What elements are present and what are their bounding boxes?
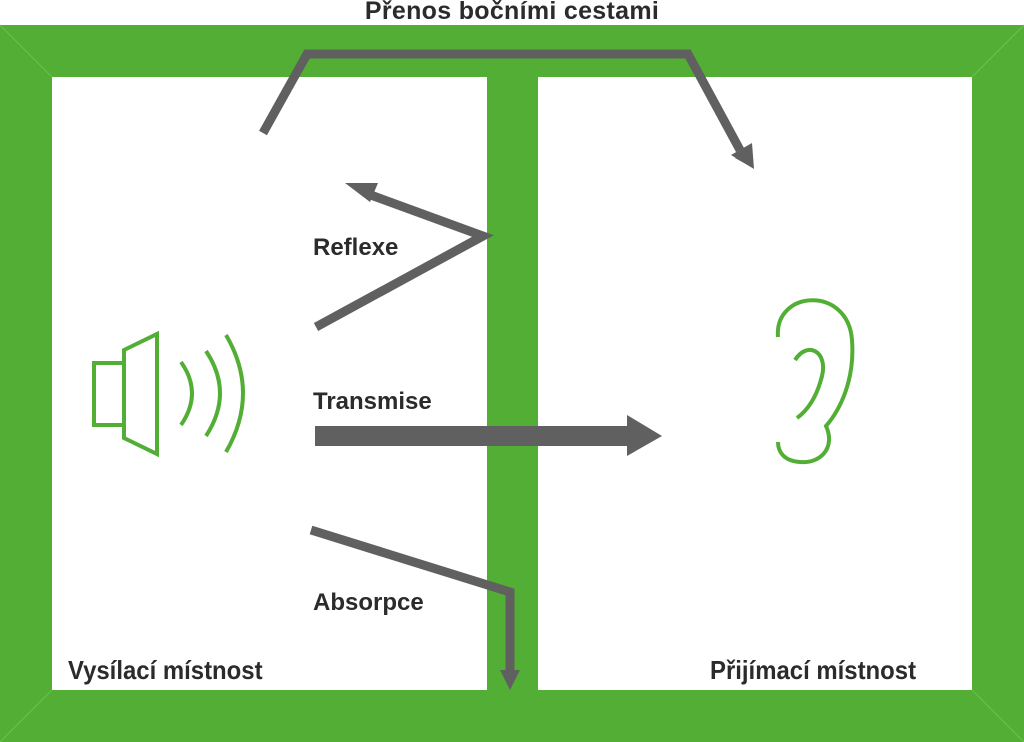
transmission-label: Transmise <box>313 388 432 415</box>
reflection-label: Reflexe <box>313 234 399 261</box>
absorption-label: Absorpce <box>313 589 424 616</box>
reflection-arrowhead <box>345 183 378 202</box>
absorption-arrowhead <box>500 670 520 690</box>
reflection-arrow <box>313 189 494 331</box>
wall-corner-line <box>0 24 53 78</box>
flanking-arrowhead <box>731 143 754 169</box>
source-room-label: Vysílací místnost <box>68 655 263 685</box>
diagram-title: Přenos bočními cestami <box>364 0 660 25</box>
receiving-room-label: Přijímací místnost <box>710 655 917 685</box>
wall-corner-line <box>0 689 53 742</box>
speaker-icon <box>92 330 245 458</box>
receiving-room <box>538 77 972 690</box>
ear-icon <box>775 298 855 465</box>
wall-corner-line <box>971 24 1024 78</box>
transmission-arrowhead <box>627 415 662 456</box>
transmission-arrow-shaft <box>315 426 631 446</box>
absorption-arrow <box>309 525 515 674</box>
wall-corner-line <box>971 689 1024 742</box>
flanking-path-arrow <box>259 49 744 153</box>
